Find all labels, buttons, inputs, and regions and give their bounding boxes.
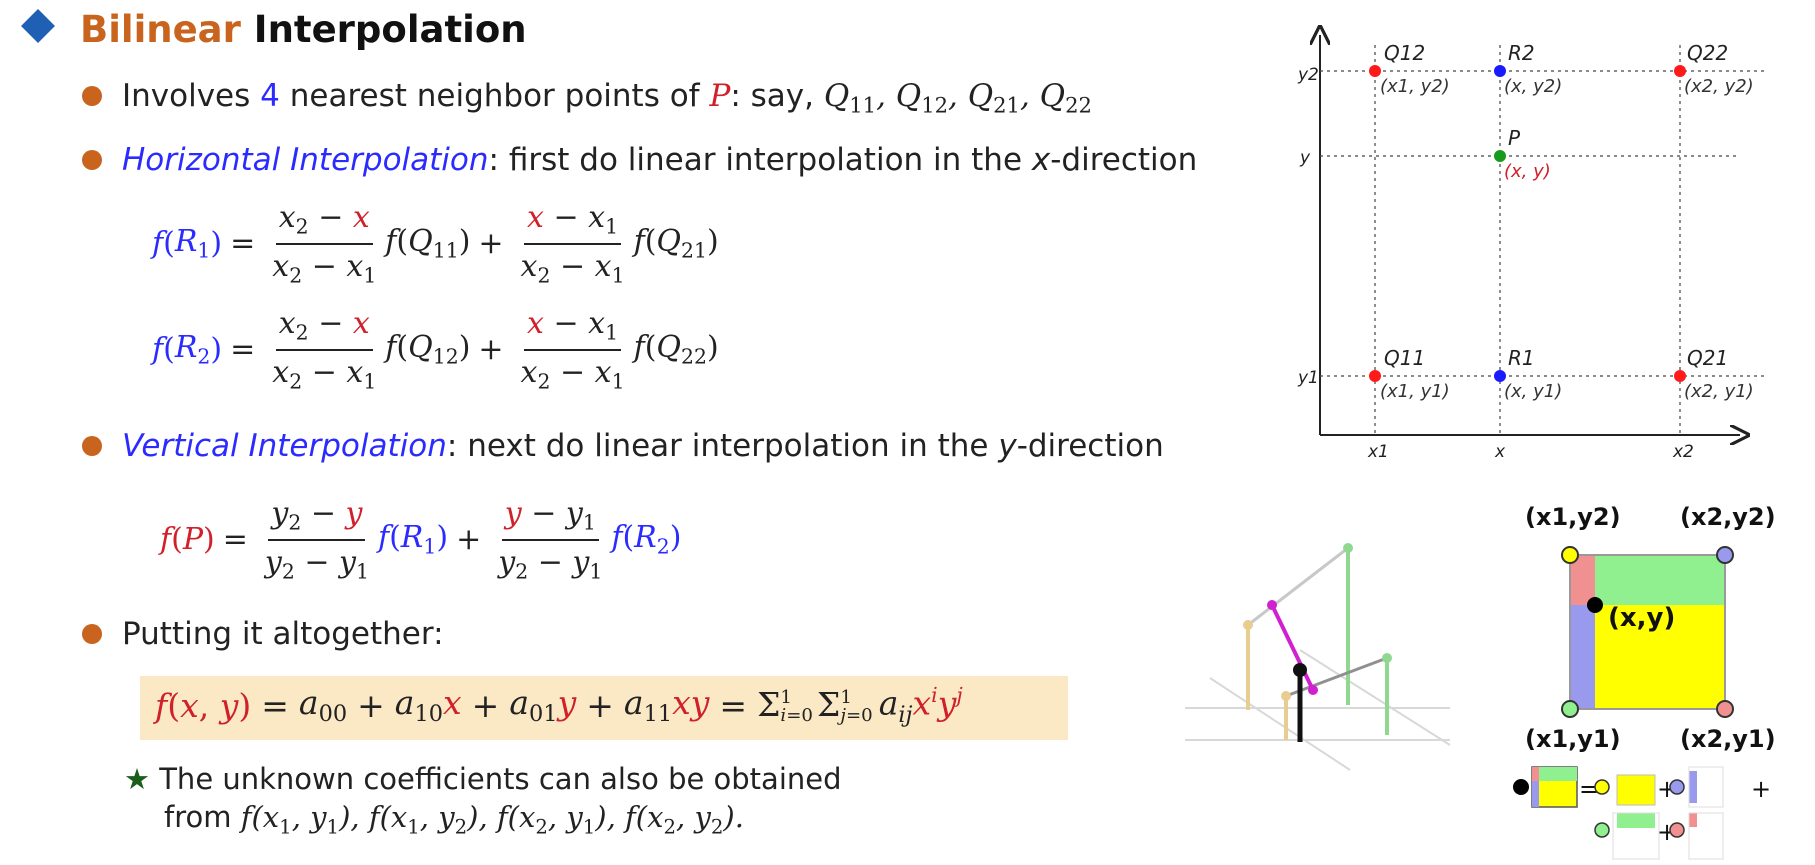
tick-y: y — [1299, 148, 1311, 168]
bullet-text: : say, — [730, 78, 824, 114]
vertical-term: Vertical Interpolation — [122, 428, 447, 464]
coord-q21: (x2, y1) — [1684, 381, 1754, 402]
bullet-vertical: Vertical Interpolation: next do linear i… — [122, 428, 1164, 464]
edge-top — [1247, 546, 1349, 627]
formula-highlight-box — [140, 676, 1068, 740]
corner-dot-red — [1716, 700, 1734, 718]
bullet-horizontal: Horizontal Interpolation: first do linea… — [122, 142, 1197, 178]
corner-x1y1: (x1,y1) — [1525, 725, 1621, 753]
bullet-text: -direction — [1050, 142, 1198, 178]
svg-text:=: = — [1579, 775, 1599, 803]
bullet-dot-icon — [82, 624, 102, 644]
note-line1: The unknown coefficients can also be obt… — [159, 762, 842, 796]
bullet-dot-icon — [82, 150, 102, 170]
horizontal-term: Horizontal Interpolation — [122, 142, 489, 178]
label-q11: Q11 — [1384, 346, 1425, 370]
bullet-dot-icon — [82, 86, 102, 106]
guide-lines — [1320, 45, 1765, 435]
label-p: P — [1508, 126, 1521, 150]
node-yellow — [1243, 620, 1253, 630]
corner-dot-green — [1561, 700, 1579, 718]
node-yellow — [1281, 691, 1291, 701]
point-q22 — [1674, 65, 1686, 77]
area-blue — [1570, 605, 1595, 709]
axis-var: x — [1031, 142, 1051, 178]
bullet-text: nearest neighbor points of — [279, 78, 710, 114]
corner-x2y1: (x2,y1) — [1680, 725, 1776, 753]
label-q21: Q21 — [1687, 346, 1728, 370]
bilinear-3d-illustration — [1185, 543, 1451, 771]
edge-bottom — [1285, 656, 1388, 698]
note-block: ★ The unknown coefficients can also be o… — [124, 762, 842, 796]
title-highlight: Bilinear — [80, 8, 241, 51]
edge-magenta — [1270, 604, 1315, 691]
svg-text:+: + — [1751, 775, 1771, 803]
axis-var: y — [998, 428, 1017, 464]
ground-grid — [1185, 649, 1451, 771]
point-r1 — [1494, 370, 1506, 382]
node-green — [1343, 543, 1353, 553]
tick-x1: x1 — [1367, 442, 1389, 462]
tick-y2: y2 — [1297, 65, 1319, 85]
grid-points — [1369, 65, 1686, 382]
bullet-text: : next do linear interpolation in the — [446, 428, 999, 464]
point-r2 — [1494, 65, 1506, 77]
bullet-text: : first do linear interpolation in the — [488, 142, 1032, 178]
point-p-dot — [1494, 150, 1506, 162]
bullet-altogether: Putting it altogether: — [122, 616, 444, 652]
point-q12 — [1369, 65, 1381, 77]
label-r1: R1 — [1508, 346, 1535, 370]
node-magenta — [1308, 685, 1318, 695]
point-q21 — [1674, 370, 1686, 382]
bullet-dot-icon — [82, 436, 102, 456]
node-green — [1382, 653, 1392, 663]
neighbor-list: Q11, Q12, Q21, Q22 — [823, 78, 1092, 118]
label-q12: Q12 — [1384, 41, 1425, 65]
coord-p: (x, y) — [1504, 161, 1551, 182]
coord-q22: (x2, y2) — [1684, 76, 1754, 97]
interpolation-grid-diagram: y2 y y1 x1 x x2 Q12 R2 Q22 P Q11 R1 Q21 … — [1297, 25, 1765, 462]
area-red — [1570, 555, 1595, 605]
corner-x1y2: (x1,y2) — [1525, 503, 1621, 531]
query-point-dot — [1587, 597, 1603, 613]
slide-title: Bilinear Interpolation — [80, 8, 527, 51]
corner-x2y2: (x2,y2) — [1680, 503, 1776, 531]
corner-dot-yellow — [1561, 546, 1579, 564]
point-p: P — [709, 78, 731, 114]
label-r2: R2 — [1508, 41, 1535, 65]
coord-r2: (x, y2) — [1504, 76, 1562, 97]
coord-q11: (x1, y1) — [1380, 381, 1450, 402]
label-q22: Q22 — [1687, 41, 1728, 65]
bullet-text: Involves — [122, 78, 261, 114]
decomposition: = + + + — [1513, 766, 1771, 860]
note-terms: f(x1, y1), f(x1, y2), f(x2, y1), f(x2, y… — [240, 800, 744, 839]
square-outline — [1569, 554, 1726, 710]
tick-x: x — [1494, 442, 1506, 462]
title-rest: Interpolation — [253, 8, 527, 51]
note-line2: from f(x1, y1), f(x1, y2), f(x2, y1), f(… — [164, 800, 744, 838]
tick-y1: y1 — [1297, 368, 1319, 388]
tick-x2: x2 — [1672, 442, 1694, 462]
node-magenta — [1267, 600, 1277, 610]
coord-q12: (x1, y2) — [1380, 76, 1450, 97]
unit-square-illustration: (x1,y2) (x2,y2) (x1,y1) (x2,y1) (x,y) = … — [1513, 503, 1776, 860]
point-q11 — [1369, 370, 1381, 382]
neighbor-count: 4 — [260, 78, 280, 114]
query-node — [1293, 663, 1307, 677]
star-icon: ★ — [124, 762, 150, 796]
title-bullet-diamond-icon — [21, 9, 55, 43]
corner-dot-blue — [1716, 546, 1734, 564]
area-green — [1595, 555, 1725, 605]
note-prefix: from — [164, 800, 241, 834]
coord-r1: (x, y1) — [1504, 381, 1562, 402]
bullet-neighbors: Involves 4 nearest neighbor points of P:… — [122, 78, 1092, 118]
query-point-label: (x,y) — [1608, 603, 1675, 633]
bullet-text: -direction — [1016, 428, 1164, 464]
